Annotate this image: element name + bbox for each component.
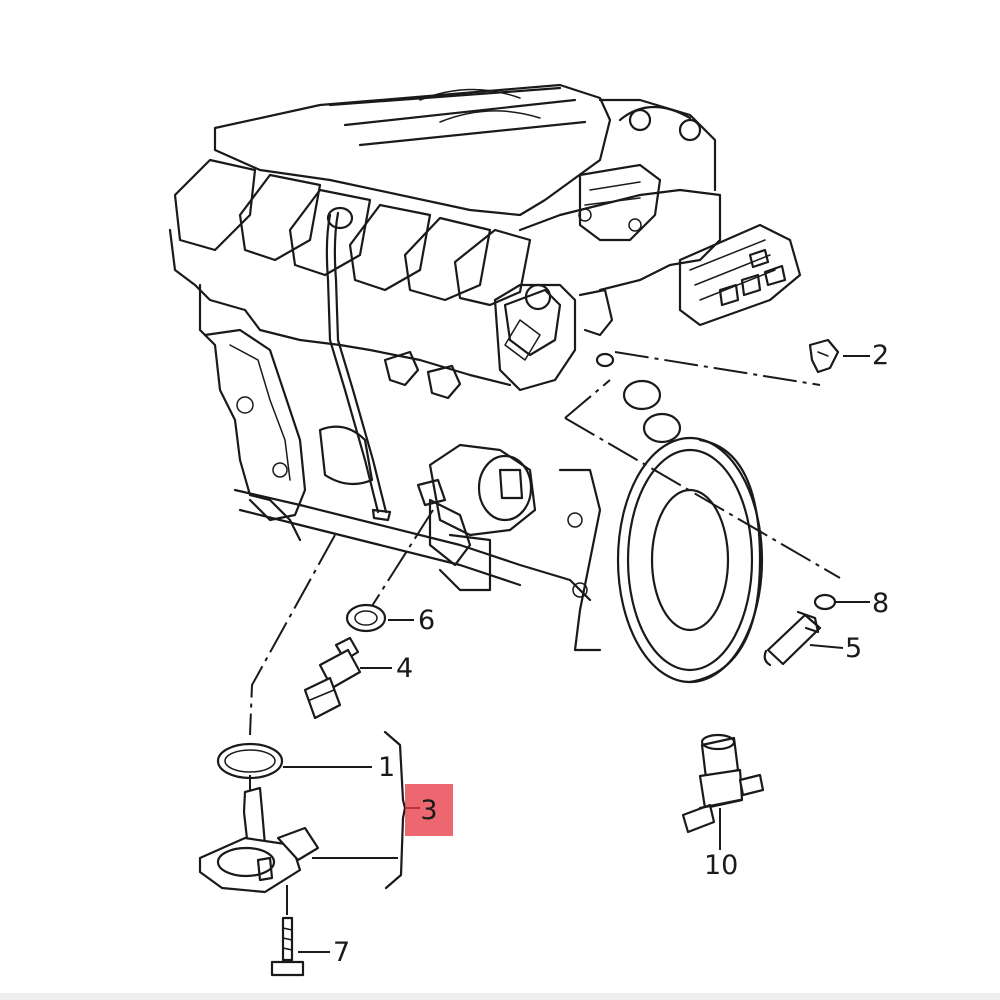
- part-3-oil-level-sensor: [198, 786, 320, 894]
- part-7-bolt: [270, 885, 305, 977]
- highlight-box: [405, 784, 453, 836]
- part-2-clip: [808, 338, 840, 374]
- callout-2: 2: [872, 340, 890, 371]
- part-1-o-ring: [216, 742, 284, 780]
- bottom-strip: [0, 993, 1000, 1000]
- callout-6: 6: [418, 605, 436, 636]
- assembly-lines: [249, 351, 841, 790]
- part-5-temp-sender: [763, 610, 822, 667]
- engine-assembly: [168, 83, 802, 684]
- part-8-o-ring: [813, 593, 837, 611]
- callout-10: 10: [704, 850, 739, 881]
- callout-7: 7: [333, 937, 351, 968]
- callout-8: 8: [872, 588, 890, 619]
- callout-4: 4: [396, 653, 414, 684]
- leader-lines: [283, 355, 870, 953]
- part-4-pressure-switch: [303, 636, 362, 720]
- part-10-valve: [681, 733, 765, 834]
- callout-3: 3: [420, 794, 438, 826]
- callout-5: 5: [845, 633, 863, 664]
- callout-1: 1: [378, 752, 396, 783]
- part-6-washer: [345, 603, 387, 633]
